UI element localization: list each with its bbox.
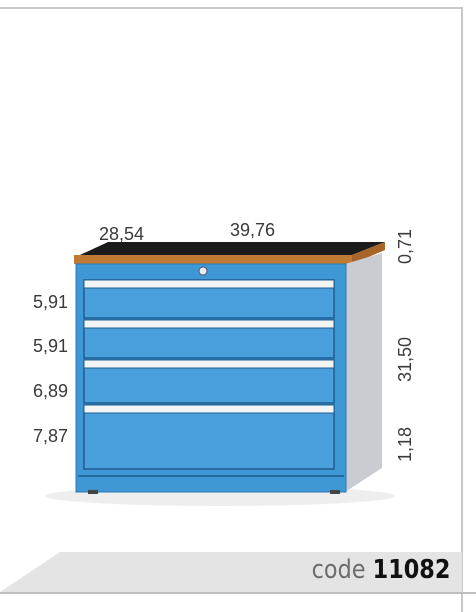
drawer-1-handle xyxy=(83,279,335,289)
worktop-side-edge xyxy=(352,242,385,264)
cabinet-front-outline xyxy=(75,263,347,493)
footer-line xyxy=(0,592,476,594)
worktop-front-edge xyxy=(74,255,352,264)
dim-plinth-height: 1,18 xyxy=(395,426,415,462)
dim-drawer-1-height: 5,91 xyxy=(33,292,69,312)
frame-top-line xyxy=(0,7,463,9)
drawer-4 xyxy=(83,404,335,470)
foot-left xyxy=(88,490,98,494)
dim-drawer-2-height: 5,91 xyxy=(33,336,69,356)
drawer-2-handle xyxy=(83,319,335,329)
worktop-surface xyxy=(80,242,385,255)
dim-width: 39,76 xyxy=(230,220,276,240)
drawer-3-handle xyxy=(83,359,335,369)
dim-body-height: 31,50 xyxy=(395,336,415,382)
product-code-number: 11082 xyxy=(372,555,450,585)
dim-top-thickness: 0,71 xyxy=(395,228,415,264)
product-code: code 11082 xyxy=(311,557,450,583)
product-code-label: code xyxy=(311,555,366,585)
frame-right-line xyxy=(461,7,463,612)
lock-icon xyxy=(198,266,208,276)
drawer-4-handle xyxy=(83,404,335,414)
cabinet-side-panel xyxy=(345,253,382,492)
dim-depth: 28,54 xyxy=(99,224,145,244)
foot-right xyxy=(330,490,340,494)
footer-band xyxy=(0,552,462,592)
dim-drawer-4-height: 7,87 xyxy=(33,426,69,446)
dim-drawer-3-height: 6,89 xyxy=(33,381,69,401)
